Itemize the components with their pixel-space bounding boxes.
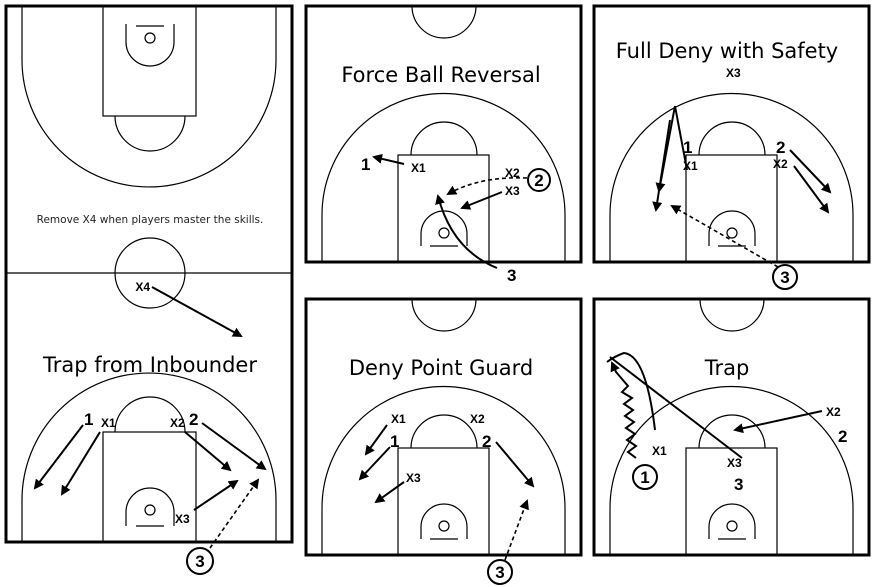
- defender-x2: X2: [773, 157, 788, 171]
- panel-trap: Trap X1 1 X2 2 X3 3: [592, 297, 871, 557]
- player-3: 3: [507, 266, 516, 285]
- arrow-icon: [793, 165, 830, 214]
- ball-handler-circle-icon: [632, 464, 658, 490]
- player-1: 1: [84, 410, 93, 429]
- panel-title: Trap from Inbounder: [42, 353, 257, 377]
- defender-x1: X1: [391, 412, 406, 426]
- arrow-icon: [184, 431, 232, 472]
- arrow-icon: [652, 119, 671, 212]
- player-3: 3: [734, 475, 743, 494]
- player-2: 2: [776, 138, 785, 157]
- court-half: [609, 299, 854, 555]
- panel-title: Force Ball Reversal: [341, 63, 540, 87]
- panel-border: [592, 297, 871, 557]
- defender-x1: X1: [652, 444, 667, 458]
- player-3: 3: [780, 268, 789, 287]
- arrow-icon: [495, 441, 535, 488]
- instruction-note: Remove X4 when players master the skills…: [37, 214, 264, 226]
- ball-handler-circle-icon: [186, 547, 214, 575]
- court-full: [6, 6, 292, 542]
- defender-x2: X2: [826, 405, 841, 419]
- defender-x3: X3: [406, 471, 421, 485]
- panel-border: [304, 4, 583, 264]
- defender-x2: X2: [470, 412, 485, 426]
- defender-x1: X1: [101, 416, 116, 430]
- defender-x3: X3: [505, 184, 520, 198]
- arrow-icon: [674, 105, 688, 171]
- pass-line-icon: [504, 499, 529, 561]
- player-3: 3: [495, 563, 504, 582]
- arrow-icon: [358, 446, 391, 481]
- defender-x3: X3: [175, 512, 190, 526]
- player-1: 1: [640, 468, 649, 487]
- arrow-icon: [435, 194, 498, 269]
- panel-border: [304, 297, 583, 557]
- arrow-icon: [789, 149, 832, 194]
- panel-title: Full Deny with Safety: [616, 39, 839, 63]
- ball-handler-circle-icon: [527, 168, 551, 192]
- arrow-icon: [193, 479, 239, 511]
- arrow-icon: [60, 431, 101, 496]
- player-2: 2: [838, 427, 847, 446]
- defender-x1: X1: [683, 159, 698, 173]
- panel-force-ball-reversal: Force Ball Reversal 1 X1 X2 X3 2 3: [304, 4, 583, 285]
- arrow-icon: [609, 356, 743, 459]
- pass-line-icon: [446, 177, 528, 195]
- ball-handler-circle-icon: [487, 559, 513, 585]
- panel-title: Trap: [704, 356, 750, 380]
- panel-border: [4, 4, 294, 544]
- court-half: [321, 6, 566, 262]
- ball-handler-circle-icon: [772, 264, 798, 290]
- defender-x1: X1: [411, 161, 426, 175]
- arrow-icon: [201, 422, 267, 471]
- defender-x2: X2: [170, 416, 185, 430]
- arrow-icon: [374, 481, 405, 504]
- player-1: 1: [683, 138, 692, 157]
- panel-trap-from-inbounder: Remove X4 when players master the skills…: [4, 4, 294, 575]
- pass-line-icon: [209, 478, 260, 549]
- defender-x3: X3: [726, 66, 741, 80]
- arrow-icon: [364, 424, 388, 456]
- defender-x4: X4: [135, 280, 150, 294]
- arrow-icon: [606, 351, 656, 431]
- dribble-path-icon: [610, 361, 638, 459]
- player-2: 2: [189, 410, 198, 429]
- arrow-icon: [372, 153, 405, 165]
- defender-x2: X2: [505, 166, 520, 180]
- arrow-icon: [33, 424, 84, 490]
- player-1: 1: [390, 432, 399, 451]
- court-half: [321, 299, 566, 555]
- defender-x3: X3: [727, 456, 742, 470]
- player-2: 2: [534, 171, 543, 190]
- panel-full-deny-with-safety: Full Deny with Safety X3 1 X1 2 X2 3: [592, 4, 871, 290]
- panel-title: Deny Point Guard: [349, 356, 533, 380]
- panel-deny-point-guard: Deny Point Guard X1 1 X3 X2 2 3: [304, 297, 583, 585]
- player-2: 2: [482, 432, 491, 451]
- pass-line-icon: [670, 205, 779, 268]
- player-3: 3: [195, 552, 204, 571]
- arrow-icon: [151, 286, 243, 337]
- player-1: 1: [361, 155, 370, 174]
- panel-border: [592, 4, 871, 264]
- arrow-icon: [733, 410, 823, 434]
- arrow-icon: [460, 191, 503, 210]
